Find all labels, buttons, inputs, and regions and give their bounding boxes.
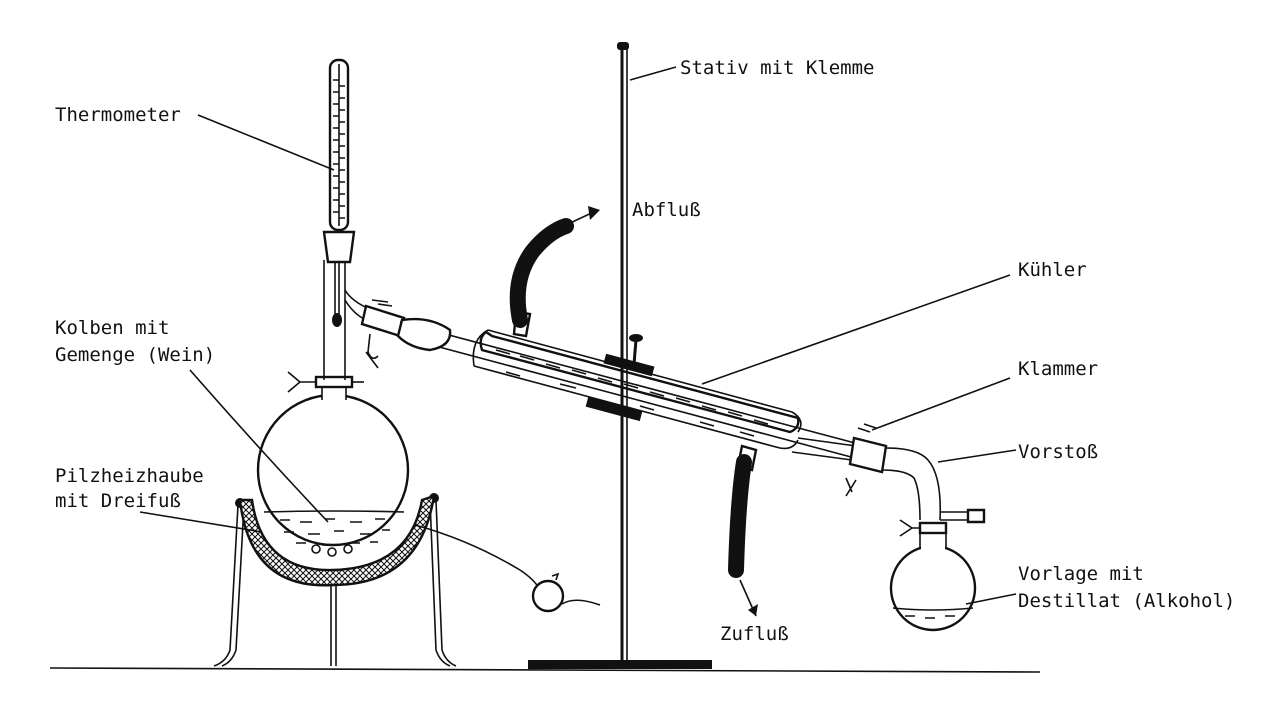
- round-bottom-flask: [256, 371, 410, 557]
- label-condenser: Kühler: [1018, 259, 1087, 281]
- bench-line: [49, 667, 1041, 673]
- label-heater-line2: mit Dreifuß: [55, 490, 181, 512]
- label-flask-line2: Gemenge (Wein): [55, 344, 215, 366]
- label-adapter: Vorstoß: [1018, 441, 1098, 463]
- heating-mantle: [238, 494, 601, 613]
- distillation-head: [323, 260, 406, 380]
- label-receiver-line2: Destillat (Alkohol): [1018, 590, 1235, 612]
- thermometer: [322, 58, 356, 327]
- label-heater-line1: Pilzheizhaube: [55, 465, 204, 487]
- condenser-clamp: [585, 334, 655, 422]
- receiver-flask: [889, 519, 977, 632]
- label-flask-line1: Kolben mit: [55, 317, 169, 339]
- label-stand: Stativ mit Klemme: [680, 57, 874, 79]
- label-receiver-line1: Vorlage mit: [1018, 563, 1144, 585]
- cooling-water-hoses: [509, 206, 758, 617]
- label-thermometer: Thermometer: [55, 104, 181, 126]
- adapter-and-joint-clamp: [845, 423, 986, 524]
- label-outflow: Abfluß: [632, 199, 701, 221]
- label-inflow: Zufluß: [720, 623, 789, 645]
- label-clamp: Klammer: [1018, 358, 1098, 380]
- retort-stand: [528, 42, 712, 669]
- leader-lines: [139, 66, 1017, 605]
